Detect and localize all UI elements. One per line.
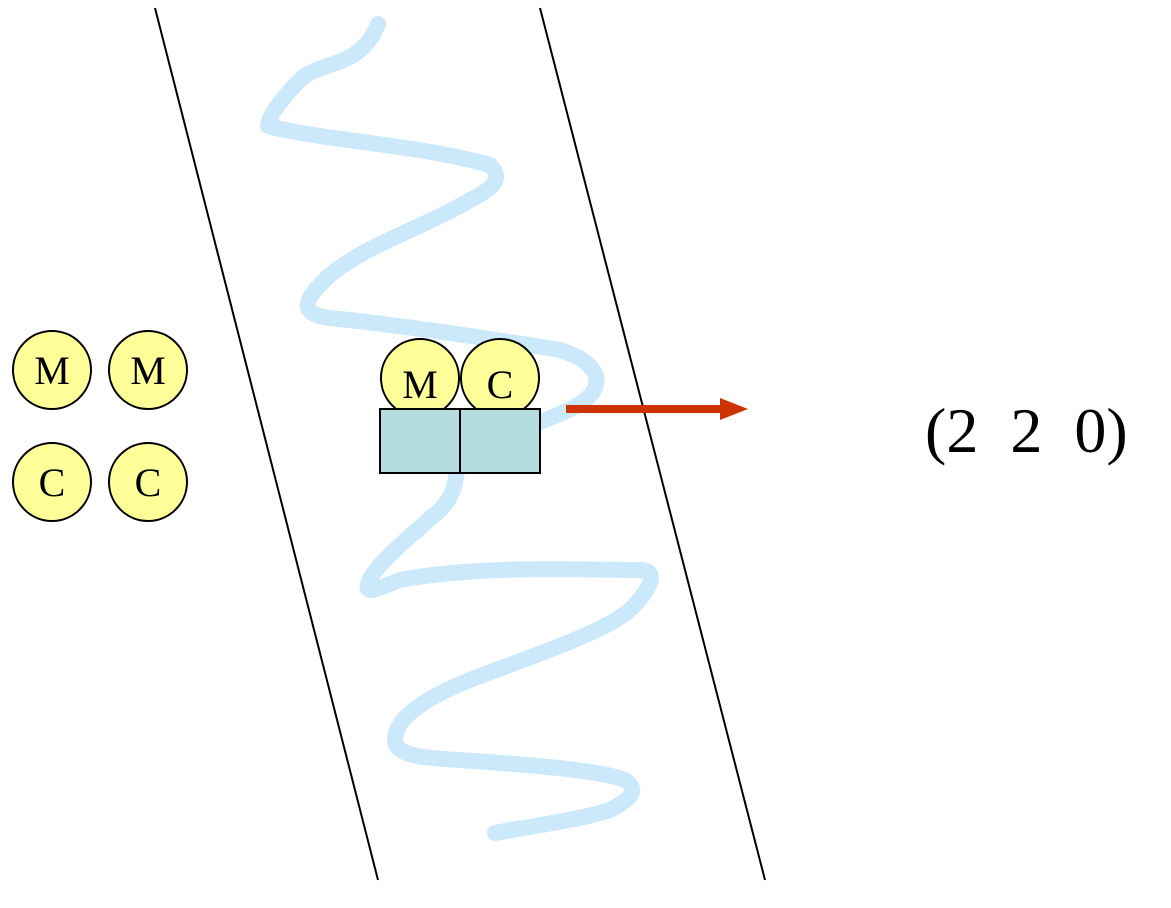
boat-passenger-missionary: M bbox=[380, 338, 460, 418]
state-label: (2 2 0) bbox=[925, 395, 1128, 466]
token-label: C bbox=[39, 460, 66, 505]
right-bank-line bbox=[539, 7, 766, 881]
left-bank-line bbox=[154, 7, 379, 881]
cannibal-token: C bbox=[108, 442, 188, 522]
direction-arrow-icon bbox=[566, 398, 748, 420]
boat-passenger-cannibal: C bbox=[460, 338, 540, 418]
token-label: M bbox=[130, 348, 166, 393]
missionary-token: M bbox=[12, 330, 92, 410]
boat-seat-right bbox=[459, 408, 541, 474]
left-bank-tokens: M M C C bbox=[12, 330, 188, 522]
cannibal-token: C bbox=[12, 442, 92, 522]
missionary-token: M bbox=[108, 330, 188, 410]
boat-seat-left bbox=[379, 408, 461, 474]
token-label: C bbox=[135, 460, 162, 505]
passenger-label: M bbox=[402, 362, 438, 407]
token-label: M bbox=[34, 348, 70, 393]
boat: M C bbox=[379, 338, 541, 474]
river-wave bbox=[260, 16, 659, 841]
passenger-label: C bbox=[487, 362, 514, 407]
